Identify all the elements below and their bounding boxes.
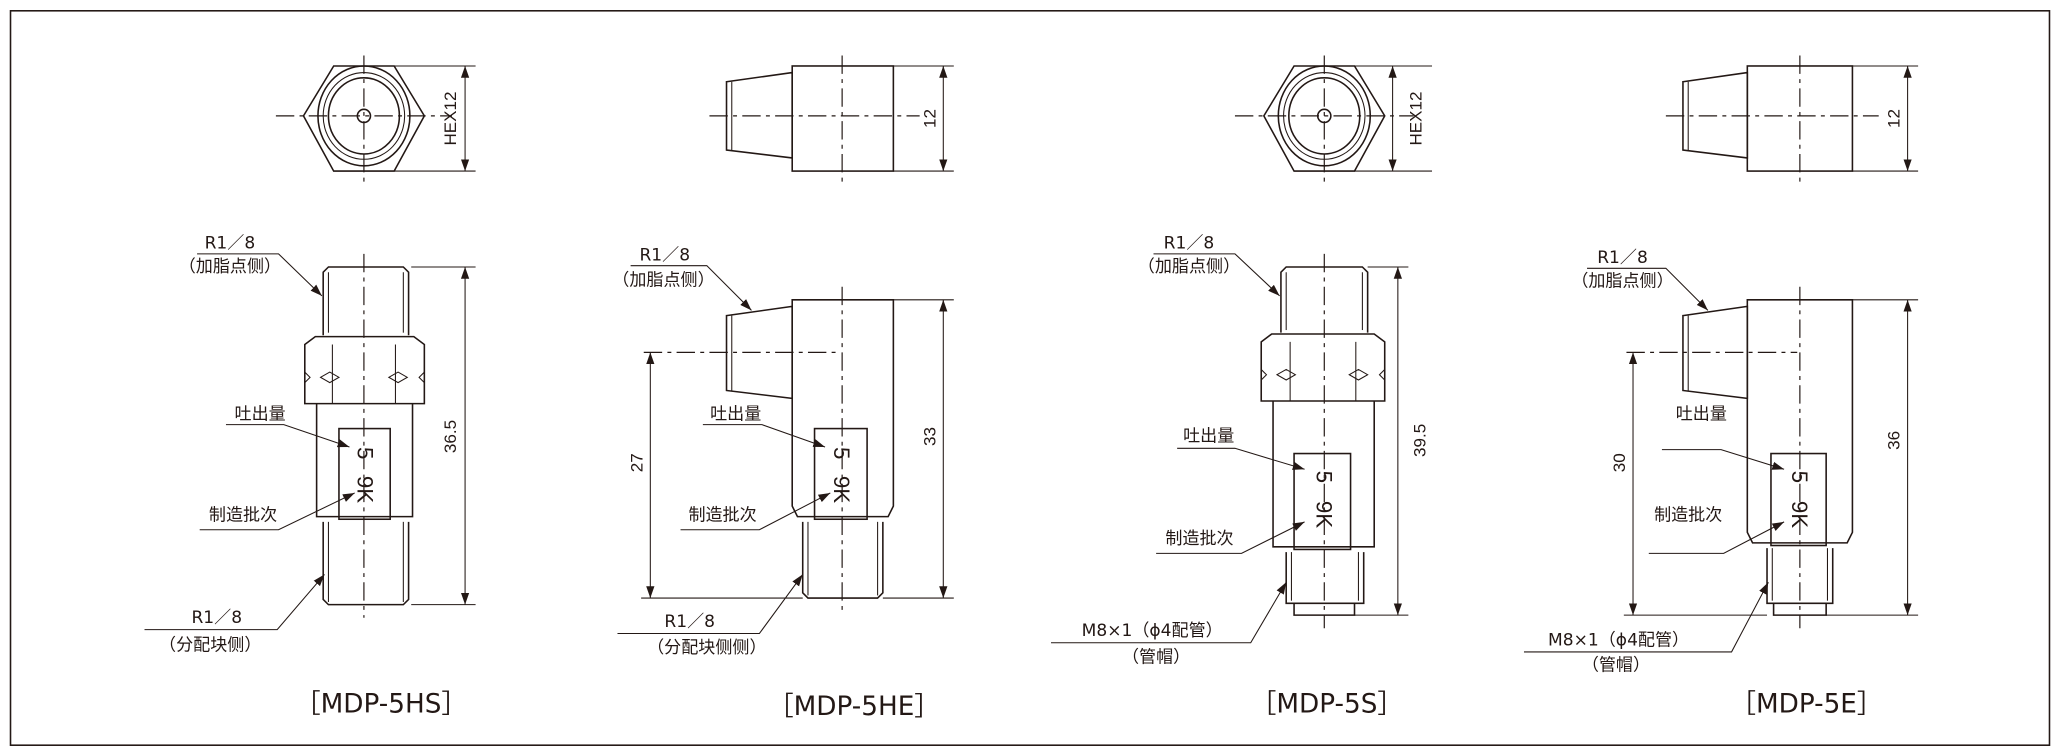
output-mark: 5 xyxy=(1787,471,1812,483)
length-dimension: 33 xyxy=(882,299,954,599)
inlet-thread-label: R1／8 xyxy=(205,234,256,254)
offset-label: 27 xyxy=(627,453,646,472)
outlet-side-label: （管帽） xyxy=(1582,655,1650,675)
batch-label: 制造批次 xyxy=(209,506,277,526)
output-label: 吐出量 xyxy=(1183,427,1234,447)
top-view-hex xyxy=(1234,55,1414,182)
callouts: R1／8 （加脂点侧） 吐出量 制造批次 R1／8 （分配块侧侧） xyxy=(612,245,831,658)
drawing-mdp-5he: 12 5 9K 33 27 R1／8 （加脂点侧） xyxy=(612,55,954,722)
outlet-thread-label: M8×1（ϕ4配管） xyxy=(1548,630,1689,650)
hex-dimension: HEX12 xyxy=(1354,65,1433,172)
model-title: ［MDP-5HS］ xyxy=(294,689,467,719)
outlet-thread-label: R1／8 xyxy=(664,612,715,632)
output-mark: 5 xyxy=(829,447,854,459)
drawing-mdp-5s: HEX12 5 9K 39.5 R1／8 （加脂点侧） 吐 xyxy=(1051,55,1433,719)
batch-mark: 9K xyxy=(1311,501,1336,528)
inlet-side-label: （加脂点侧） xyxy=(612,270,714,290)
length-label: 33 xyxy=(920,427,939,446)
drawing-mdp-5e: 12 5 9K 36 30 R1／8 （加脂点侧） xyxy=(1523,55,1919,719)
width-label: 12 xyxy=(920,109,939,128)
side-view: 5 9K xyxy=(1626,286,1854,629)
width-label: 12 xyxy=(1885,109,1904,128)
side-view: 5 9K xyxy=(304,253,426,618)
offset-dimension: 30 xyxy=(1610,352,1768,616)
inlet-side-label: （加脂点侧） xyxy=(1571,272,1673,292)
model-title: ［MDP-5HE］ xyxy=(767,692,940,722)
callouts: R1／8 （加脂点侧） 吐出量 制造批次 R1／8 （分配块侧） xyxy=(144,234,355,656)
output-label: 吐出量 xyxy=(710,404,761,424)
width-dimension: 12 xyxy=(1852,65,1919,172)
length-label: 36.5 xyxy=(441,420,460,453)
batch-label: 制造批次 xyxy=(688,506,756,526)
drawing-mdp-5hs: HEX12 5 9K 36.5 R1／8 （加脂点侧） 吐出量 xyxy=(144,55,476,719)
length-label: 39.5 xyxy=(1410,424,1429,457)
offset-dimension: 27 xyxy=(627,352,803,599)
length-label: 36 xyxy=(1885,431,1904,450)
length-dimension: 36 xyxy=(1826,299,1919,616)
inlet-side-label: （加脂点侧） xyxy=(1138,257,1240,277)
side-view: 5 9K xyxy=(1260,253,1386,629)
batch-label: 制造批次 xyxy=(1165,529,1233,549)
callouts: R1／8 （加脂点侧） 吐出量 制造批次 M8×1（ϕ4配管） （管帽） xyxy=(1051,234,1305,667)
output-mark: 5 xyxy=(1311,471,1336,483)
batch-mark: 9K xyxy=(1787,501,1812,528)
outlet-side-label: （分配块侧） xyxy=(159,636,261,656)
length-dimension: 36.5 xyxy=(411,266,476,606)
sheet-border xyxy=(9,10,2051,746)
outlet-thread-label: R1／8 xyxy=(191,608,242,628)
inlet-thread-label: R1／8 xyxy=(639,245,690,265)
batch-mark: 9K xyxy=(829,476,854,503)
top-view-hex xyxy=(275,55,452,182)
width-dimension: 12 xyxy=(893,65,954,172)
inlet-thread-label: R1／8 xyxy=(1597,248,1648,268)
offset-label: 30 xyxy=(1610,453,1629,472)
outlet-thread-label: M8×1（ϕ4配管） xyxy=(1082,621,1223,641)
side-view: 5 9K xyxy=(643,286,895,612)
output-mark: 5 xyxy=(352,447,377,459)
model-title: ［MDP-5S］ xyxy=(1250,689,1404,719)
hex-size-label: HEX12 xyxy=(1407,91,1426,145)
hex-dimension: HEX12 xyxy=(394,65,476,172)
model-title: ［MDP-5E］ xyxy=(1730,689,1883,719)
inlet-thread-label: R1／8 xyxy=(1164,234,1215,254)
hex-size-label: HEX12 xyxy=(441,91,460,145)
batch-mark: 9K xyxy=(352,476,377,503)
outlet-side-label: （管帽） xyxy=(1122,647,1190,667)
top-view xyxy=(709,55,920,182)
batch-label: 制造批次 xyxy=(1654,506,1722,526)
output-label: 吐出量 xyxy=(1676,404,1727,424)
inlet-side-label: （加脂点侧） xyxy=(179,257,281,277)
outlet-side-label: （分配块侧侧） xyxy=(647,638,766,658)
length-dimension: 39.5 xyxy=(1354,266,1429,616)
top-view xyxy=(1665,55,1879,182)
callouts: R1／8 （加脂点侧） 吐出量 制造批次 M8×1（ϕ4配管） （管帽） xyxy=(1523,248,1785,675)
output-label: 吐出量 xyxy=(235,404,286,424)
